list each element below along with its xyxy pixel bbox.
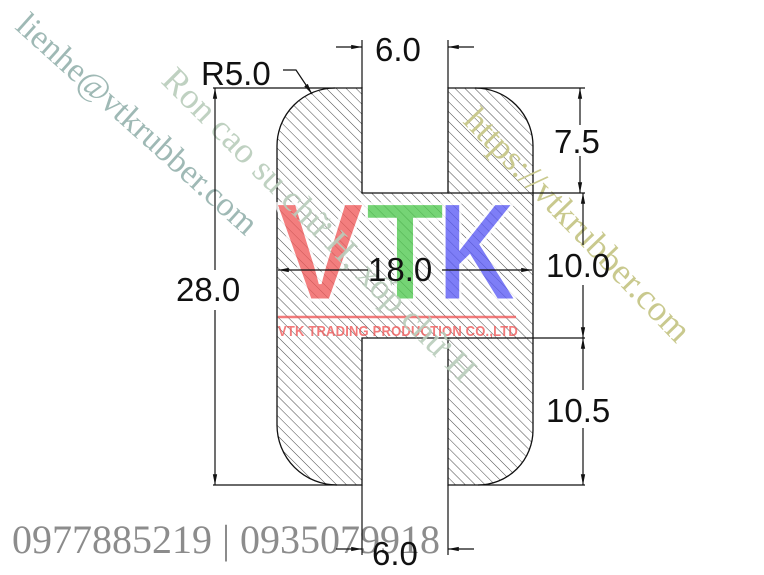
height-dimension: 28.0: [176, 87, 337, 486]
h-profile-outline: [276, 87, 534, 486]
height-label: 28.0: [176, 271, 240, 308]
right-middle-label: 10.0: [546, 247, 610, 284]
logo-letter-t: T: [365, 173, 445, 330]
top-gap-dimension: 6.0: [336, 31, 474, 88]
radius-dimension: R5.0: [201, 55, 313, 95]
logo-letter-k: K: [437, 173, 517, 330]
right-top-label: 7.5: [554, 123, 600, 160]
vtk-logo: V T K VTK TRADING PRODUCTION CO.,LTD: [274, 172, 519, 341]
bottom-gap-label: 6.0: [372, 535, 418, 572]
right-dimensions: 7.5 10.0 10.5: [448, 87, 610, 486]
right-bottom-label: 10.5: [546, 392, 610, 429]
phone-watermark: 0977885219 | 0935079918: [12, 517, 440, 562]
radius-label: R5.0: [201, 55, 271, 92]
width-dimension: 18.0: [278, 251, 532, 288]
h-profile-shape: [276, 87, 534, 486]
top-gap-label: 6.0: [375, 31, 421, 68]
bottom-gap-dimension: 6.0: [336, 485, 474, 572]
logo-subtitle: VTK TRADING PRODUCTION CO.,LTD: [278, 323, 518, 340]
logo-letter-v: V: [275, 173, 365, 330]
width-label: 18.0: [368, 251, 432, 288]
